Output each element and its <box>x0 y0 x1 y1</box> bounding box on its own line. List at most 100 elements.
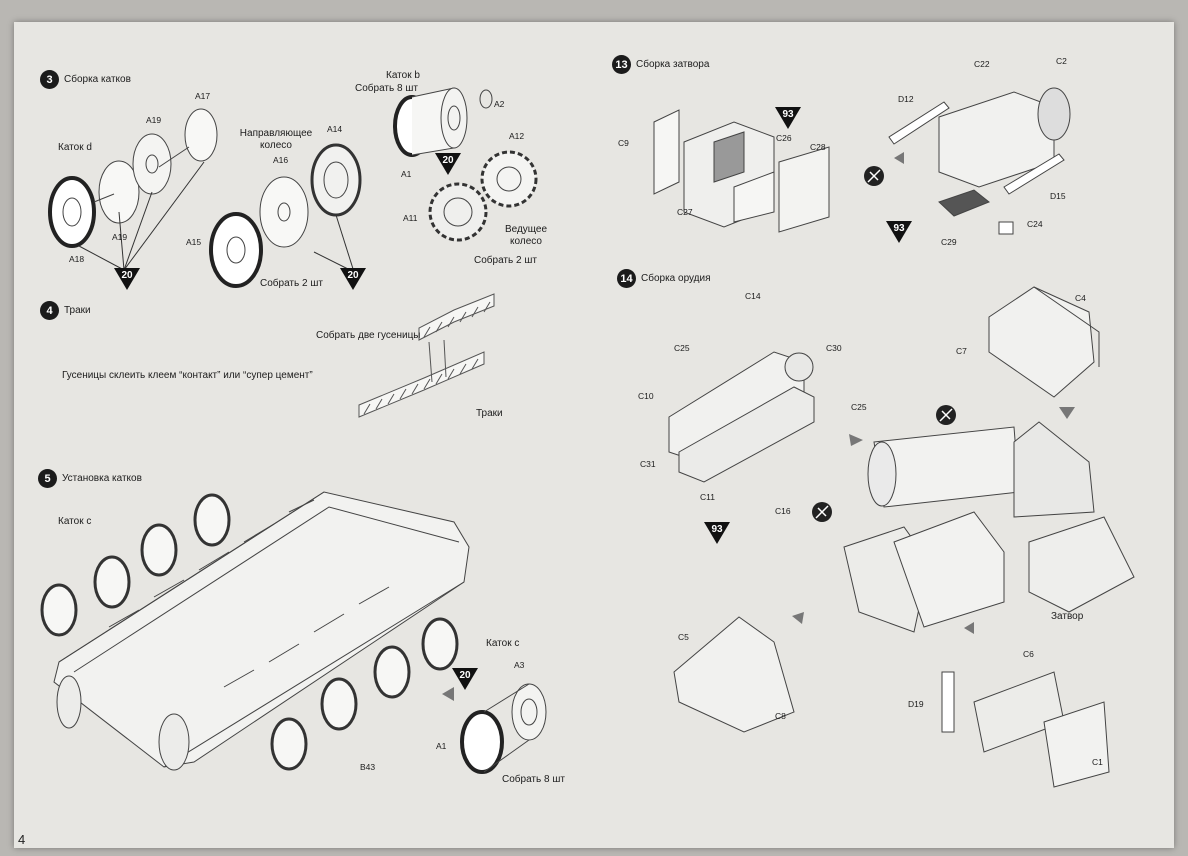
step-3-number: 3 <box>40 70 59 89</box>
step-4-title: Траки <box>64 305 91 316</box>
part-C8: C8 <box>775 711 786 721</box>
track-links-drawing <box>358 293 495 418</box>
part-A16: A16 <box>273 155 289 165</box>
part-C7: C7 <box>956 346 967 356</box>
part-A11: A11 <box>403 213 418 223</box>
idler-wheel-exploded <box>209 143 362 288</box>
ref-badge-93-a-text: 93 <box>782 109 794 120</box>
part-C2: C2 <box>1056 56 1067 66</box>
assembly-arrows-step3 <box>78 161 355 273</box>
part-A14: A14 <box>327 124 343 134</box>
label-katok-c-right: Каток c <box>486 638 520 649</box>
glue-symbol-marks <box>815 169 953 519</box>
ref-badge-20-d: 20 <box>452 668 478 690</box>
step-3-header: 3 Сборка катков <box>40 70 131 89</box>
instruction-sheet: 3 Сборка катков 4 Траки 5 Установка катк… <box>14 22 1174 848</box>
assembly-drawings <box>40 87 1135 788</box>
part-C9: C9 <box>618 138 629 148</box>
step-4-header: 4 Траки <box>40 301 91 320</box>
part-A15: A15 <box>186 237 202 247</box>
part-A17: A17 <box>195 91 211 101</box>
ref-badge-93-c: 93 <box>704 522 730 544</box>
part-C5: C5 <box>678 632 689 642</box>
direction-arrows <box>442 152 1075 701</box>
label-sobrat-8: Собрать 8 шт <box>355 83 418 94</box>
part-C14: C14 <box>745 291 761 301</box>
part-A18: A18 <box>69 254 85 264</box>
ref-badge-93-a: 93 <box>775 107 801 129</box>
part-C31: C31 <box>640 459 656 469</box>
part-A2: A2 <box>494 99 505 109</box>
part-B43: B43 <box>360 762 376 772</box>
road-wheel-d-exploded <box>48 108 218 248</box>
part-A19-top: A19 <box>146 115 162 125</box>
step-14-number: 14 <box>617 269 636 288</box>
ref-badge-93-b-text: 93 <box>893 223 905 234</box>
gun-mantlet-parts <box>673 286 1110 788</box>
part-C30: C30 <box>826 343 842 353</box>
label-gusenicy-note: Гусеницы склеить клеем “контакт” или “су… <box>62 370 313 381</box>
ref-badge-20-a: 20 <box>114 268 140 290</box>
part-C29: C29 <box>941 237 957 247</box>
label-sobrat-2-idler: Собрать 2 шт <box>260 278 323 289</box>
part-C1: C1 <box>1092 757 1103 767</box>
part-A1-bottom: A1 <box>436 741 447 751</box>
part-C26: C26 <box>776 133 792 143</box>
part-C16: C16 <box>775 506 791 516</box>
label-sobrat-2-sprocket: Собрать 2 шт <box>474 255 537 266</box>
step-13-title: Сборка затвора <box>636 59 710 70</box>
label-vedush-koleso: Ведущее колесо <box>504 224 548 247</box>
label-sobrat-8-c: Собрать 8 шт <box>502 774 565 785</box>
part-C4: C4 <box>1075 293 1086 303</box>
label-zatvor: Затвор <box>1051 611 1084 622</box>
sprocket-wheels <box>428 150 538 242</box>
ref-badge-20-a-text: 20 <box>121 270 133 281</box>
road-wheel-b-exploded <box>393 87 493 157</box>
road-wheel-c-exploded <box>460 683 547 774</box>
part-C22: C22 <box>974 59 990 69</box>
step-13-number: 13 <box>612 55 631 74</box>
gun-barrel-halves <box>668 351 815 483</box>
part-C25-right: C25 <box>851 402 867 412</box>
part-A12: A12 <box>509 131 525 141</box>
breech-block-exploded <box>653 109 830 233</box>
label-napr-koleso: Направляющее колесо <box>239 128 313 151</box>
step-5-number: 5 <box>38 469 57 488</box>
part-D12: D12 <box>898 94 914 104</box>
step-13-header: 13 Сборка затвора <box>612 55 709 74</box>
step-5-title: Установка катков <box>62 473 142 484</box>
road-wheels-on-hull <box>40 493 459 771</box>
part-C27: C27 <box>677 207 693 217</box>
step-14-title: Сборка орудия <box>641 273 711 284</box>
part-C6: C6 <box>1023 649 1034 659</box>
gun-breech-assembly <box>843 421 1135 633</box>
label-sobrat-dve: Собрать две гусеницы <box>316 330 421 341</box>
step-14-header: 14 Сборка орудия <box>617 269 711 288</box>
label-katok-b: Каток b <box>386 70 420 81</box>
suspension-arms <box>108 499 390 688</box>
part-C24: C24 <box>1027 219 1043 229</box>
part-C11: C11 <box>700 492 715 502</box>
step-5-header: 5 Установка катков <box>38 469 142 488</box>
ref-badge-20-b-text: 20 <box>347 270 359 281</box>
ref-badge-20-c-text: 20 <box>442 155 454 166</box>
label-traki: Траки <box>476 408 503 419</box>
part-A1-top: A1 <box>401 169 412 179</box>
step-3-title: Сборка катков <box>64 74 131 85</box>
part-A3: A3 <box>514 660 525 670</box>
ref-badge-20-b: 20 <box>340 268 366 290</box>
part-D15: D15 <box>1050 191 1066 201</box>
ref-badge-20-c: 20 <box>435 153 461 175</box>
label-katok-d: Каток d <box>58 142 92 153</box>
tank-hull-drawing <box>53 491 470 771</box>
part-C28: C28 <box>810 142 826 152</box>
ref-badge-93-b: 93 <box>886 221 912 243</box>
part-A19-bottom: A19 <box>112 232 128 242</box>
breech-housing-exploded <box>888 87 1071 235</box>
part-D19: D19 <box>908 699 924 709</box>
part-C10: C10 <box>638 391 654 401</box>
ref-badge-20-d-text: 20 <box>459 670 471 681</box>
label-katok-c-left: Каток c <box>58 516 92 527</box>
ref-badge-93-c-text: 93 <box>711 524 723 535</box>
step-4-number: 4 <box>40 301 59 320</box>
